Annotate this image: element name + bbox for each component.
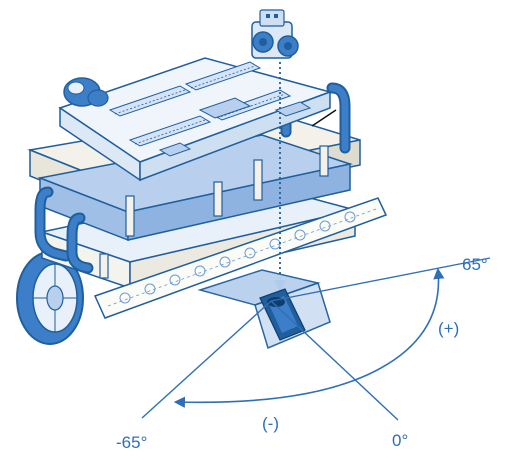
- standoffs: [99, 145, 329, 279]
- left-handle: [34, 186, 94, 274]
- arc-negative-arrow: [173, 379, 356, 408]
- angle-ray-zero: [270, 300, 399, 421]
- angle-ray-positive: [270, 257, 491, 302]
- left-wheel-icon: [16, 251, 84, 345]
- power-jack: [63, 77, 109, 107]
- label-direction-negative: (-): [262, 414, 279, 433]
- robot-chassis: [16, 57, 388, 345]
- controller-board: [58, 57, 333, 182]
- label-angle-negative: -65°: [116, 433, 147, 452]
- label-angle-positive: 65°: [462, 255, 488, 274]
- angle-ray-negative: [141, 300, 272, 419]
- blue-chassis-layer: [37, 134, 353, 242]
- wire: [311, 109, 337, 127]
- label-direction-positive: (+): [438, 319, 459, 338]
- label-angle-zero: 0°: [392, 431, 408, 450]
- arc-positive-arrow: [354, 267, 445, 381]
- ultrasonic-sensor-icon: [251, 9, 299, 59]
- sensor-strip: [93, 197, 388, 319]
- sweep-geometry: [141, 257, 491, 421]
